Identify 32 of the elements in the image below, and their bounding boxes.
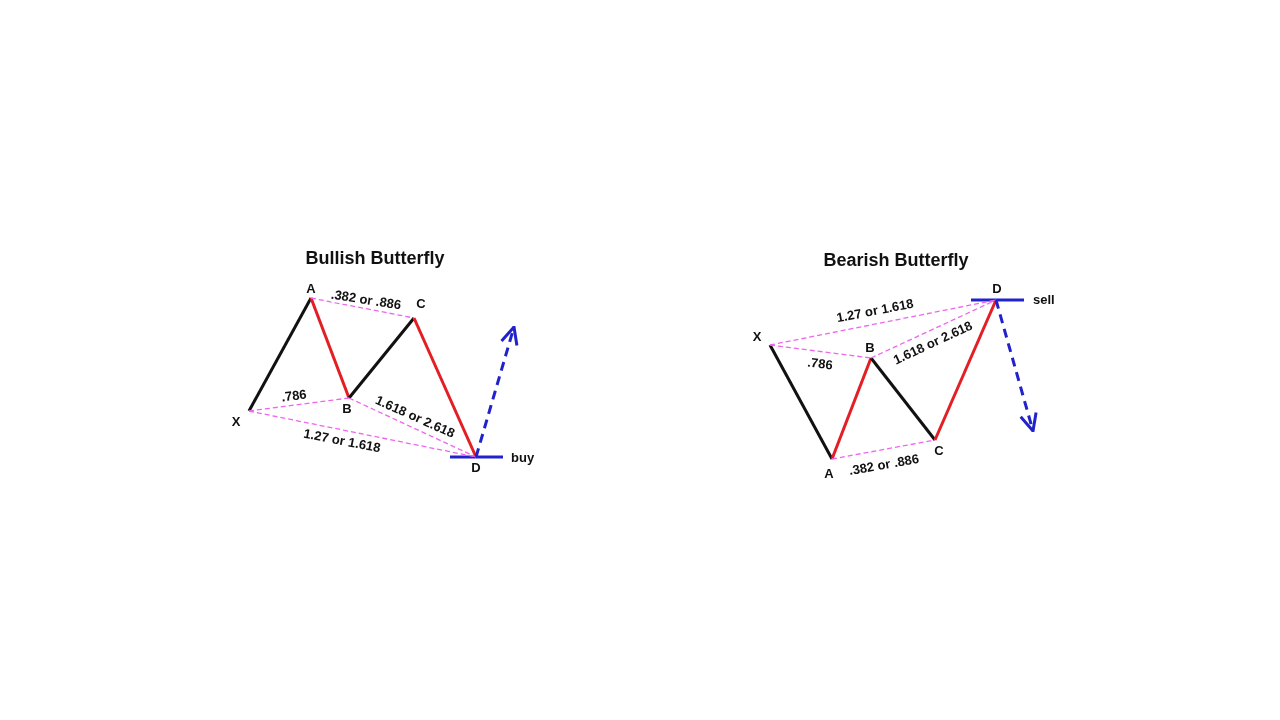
chart-title: Bearish Butterfly: [823, 250, 969, 270]
dashed-arrow: [474, 325, 519, 458]
solid-line: [869, 357, 937, 441]
ratio-label: .786: [806, 355, 834, 373]
dashed-line: [769, 344, 872, 359]
point-label: D: [470, 460, 482, 475]
solid-line: [347, 317, 416, 399]
point-label: B: [341, 401, 353, 416]
chart-title: Bullish Butterfly: [305, 248, 445, 268]
ratio-label: .786: [280, 387, 308, 405]
solid-line: [768, 344, 834, 460]
dashed-line: [248, 397, 350, 412]
solid-line: [412, 317, 478, 458]
point-label: B: [864, 340, 876, 355]
point-label: X: [230, 414, 242, 429]
solid-line: [247, 297, 313, 412]
dashed-arrow: [994, 299, 1038, 433]
point-label: D: [991, 281, 1003, 296]
point-label: C: [933, 443, 945, 458]
point-label: A: [823, 466, 835, 481]
solid-line: [830, 357, 873, 460]
point-label: X: [751, 329, 763, 344]
point-label: C: [415, 296, 427, 311]
solid-line: [933, 299, 998, 441]
signal-label: buy: [511, 450, 535, 465]
solid-line: [309, 297, 351, 399]
signal-label: sell: [1033, 292, 1055, 307]
dashed-line: [348, 397, 477, 458]
dashed-line: [831, 439, 936, 460]
dashed-line: [310, 297, 415, 319]
point-label: A: [305, 281, 317, 296]
dashed-line: [769, 299, 997, 346]
